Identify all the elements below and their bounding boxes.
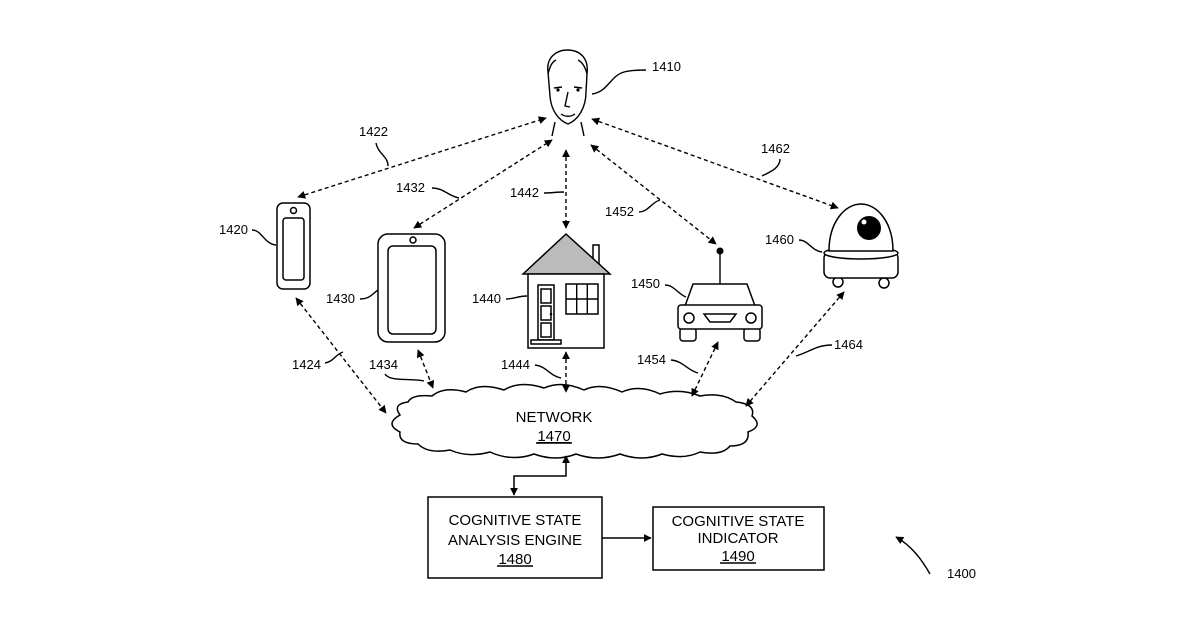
tablet-icon (378, 234, 445, 342)
link-tablet-network (418, 350, 433, 388)
ref-1450: 1450 (631, 276, 660, 291)
ref-1422: 1422 (359, 124, 388, 139)
ref-1420: 1420 (219, 222, 248, 237)
ref-1462: 1462 (761, 141, 790, 156)
figure-ref-arrow (896, 537, 930, 574)
network-label: NETWORK (516, 409, 593, 426)
robot-camera-icon (824, 204, 898, 288)
ref-1442: 1442 (510, 185, 539, 200)
smartphone-icon (277, 203, 310, 289)
link-car-network (692, 342, 718, 396)
ref-1460: 1460 (765, 232, 794, 247)
car-icon (678, 248, 762, 342)
ref-1410: 1410 (652, 59, 681, 74)
ref-1424: 1424 (292, 357, 321, 372)
ref-1434: 1434 (369, 357, 398, 372)
ref-1464: 1464 (834, 337, 863, 352)
ref-1440: 1440 (472, 291, 501, 306)
indicator-line2: INDICATOR (697, 530, 778, 547)
house-icon (523, 234, 610, 348)
link-person-robot (592, 119, 838, 208)
ref-1432: 1432 (396, 180, 425, 195)
link-person-car (591, 145, 716, 244)
ref-1452: 1452 (605, 204, 634, 219)
indicator-line1: COGNITIVE STATE (672, 513, 805, 530)
ref-1444: 1444 (501, 357, 530, 372)
ref-1454: 1454 (637, 352, 666, 367)
ref-1400: 1400 (947, 566, 976, 581)
person-face-icon (548, 50, 588, 136)
link-network-engine (514, 456, 566, 495)
ref-1430: 1430 (326, 291, 355, 306)
engine-line2: ANALYSIS ENGINE (448, 532, 582, 549)
link-phone-network (296, 298, 386, 413)
engine-line1: COGNITIVE STATE (449, 512, 582, 529)
